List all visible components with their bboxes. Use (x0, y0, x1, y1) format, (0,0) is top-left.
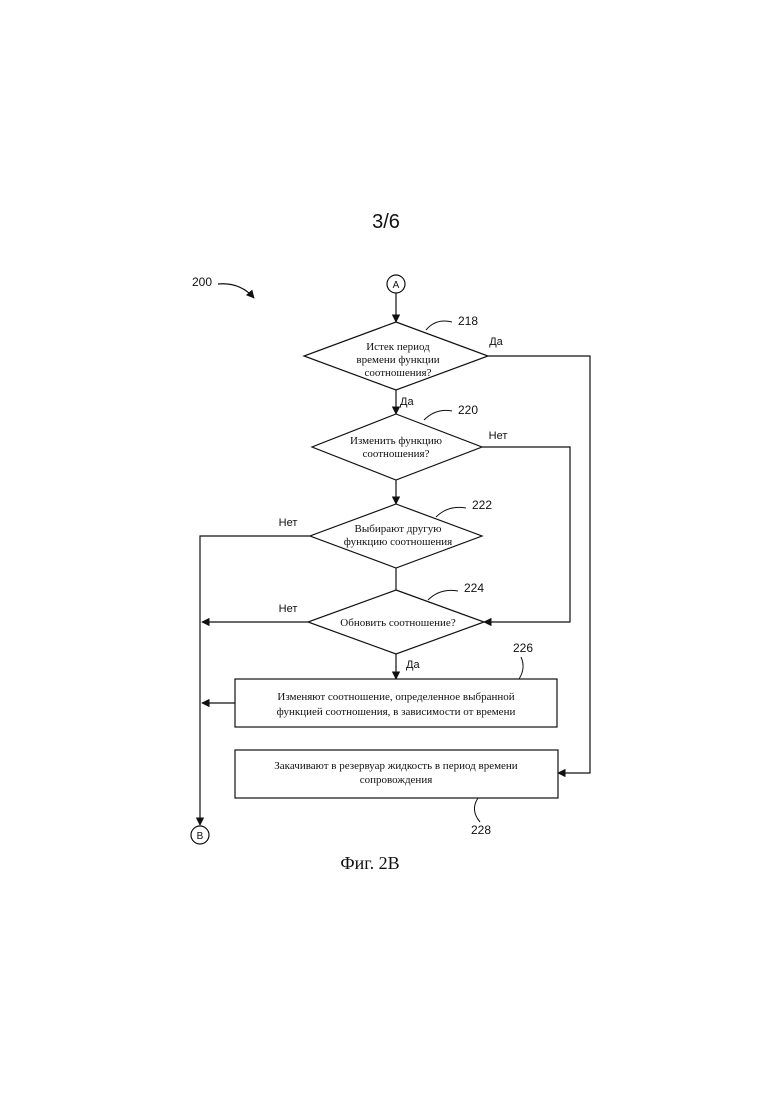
decision-222-line-1: Выбирают другую (355, 523, 442, 535)
decision-224-leader (428, 590, 458, 600)
process-226-line-1: Изменяют соотношение, определенное выбра… (277, 691, 514, 703)
process-228-line-1: Закачивают в резервуар жидкость в период… (274, 760, 518, 772)
decision-222-no-label: Нет (279, 517, 298, 529)
decision-222-ref: 222 (472, 498, 492, 512)
end-connector-label: B (197, 831, 204, 842)
decision-220-no-label: Нет (489, 430, 508, 442)
figure-ref-label: 200 (192, 275, 212, 289)
process-228-leader (474, 798, 480, 822)
decision-224-line-1: Обновить соотношение? (340, 617, 456, 629)
decision-224-ref: 224 (464, 581, 484, 595)
decision-220-line-1: Изменить функцию (350, 435, 442, 447)
decision-218-line-2: времени функции (356, 354, 439, 366)
process-226-line-2: функцией соотношения, в зависимости от в… (277, 706, 516, 718)
figure-caption: Фиг. 2В (340, 853, 399, 873)
decision-218-line-3: соотношения? (365, 367, 432, 379)
process-226-leader (519, 657, 523, 679)
process-226 (235, 679, 557, 727)
figure-ref-arrow (218, 284, 254, 298)
decision-218-line-1: Истек период (366, 341, 430, 353)
edge-220-no-to-224 (482, 447, 570, 622)
process-228-ref: 228 (471, 823, 491, 837)
decision-218-ref: 218 (458, 314, 478, 328)
decision-224-yes-label: Да (406, 659, 420, 671)
decision-220 (312, 414, 482, 480)
decision-222-leader (436, 507, 466, 517)
decision-218-yes-down-label: Да (400, 396, 414, 408)
start-connector-label: A (393, 280, 400, 291)
process-226-ref: 226 (513, 641, 533, 655)
decision-218-yes-right-label: Да (489, 336, 503, 348)
page-number: 3/6 (372, 211, 400, 233)
decision-220-leader (424, 410, 452, 420)
decision-222-line-2: функцию соотношения (344, 536, 452, 548)
process-228-line-2: сопровождения (360, 774, 433, 786)
decision-220-line-2: соотношения? (363, 448, 430, 460)
decision-220-ref: 220 (458, 403, 478, 417)
decision-218-leader (426, 321, 452, 330)
decision-224-no-label: Нет (279, 603, 298, 615)
